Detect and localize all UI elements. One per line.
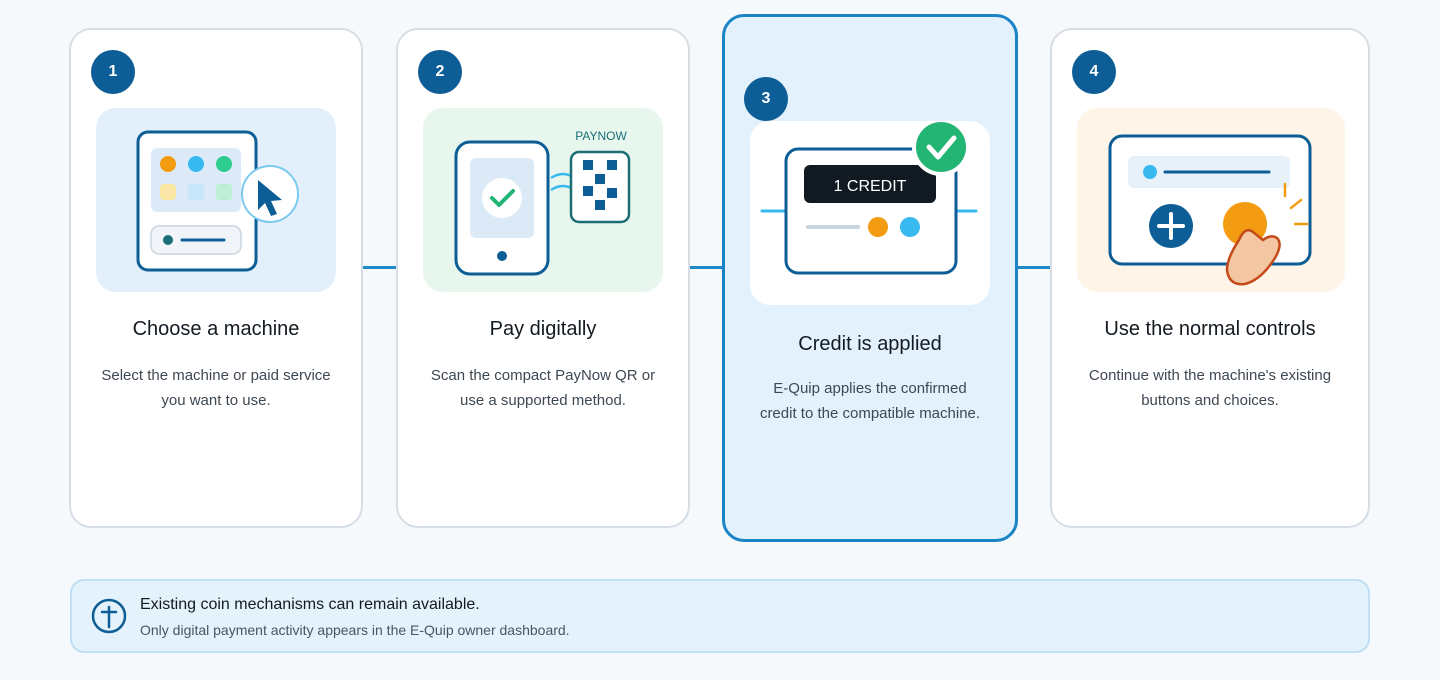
step-card-1[interactable]: 1 Choose a machine Select the machine or… [69, 28, 363, 528]
step-title: Choose a machine [132, 318, 300, 340]
step-connector [689, 266, 723, 269]
choose-machine-illustration [96, 108, 336, 292]
step-card-3[interactable]: 3 1 CREDIT Credit is applied E-Quip appl… [722, 14, 1018, 542]
step-title: Credit is applied [798, 333, 942, 355]
step-number-badge: 1 [91, 50, 135, 94]
step-card-2[interactable]: 2 PAYNOW Pay digitally Scan the compact … [396, 28, 690, 528]
coin-mechanism-notice: Existing coin mechanisms can remain avai… [70, 579, 1370, 653]
step-title: Use the normal controls [1104, 318, 1316, 340]
step-card-4[interactable]: 4 Use the normal controls Continue with … [1050, 28, 1370, 528]
step-connector [1017, 266, 1051, 269]
notice-title: Existing coin mechanisms can remain avai… [140, 596, 480, 613]
notice-subtitle: Only digital payment activity appears in… [140, 622, 570, 638]
coin-mechanism-icon [90, 597, 128, 640]
credit-applied-illustration: 1 CREDIT [750, 121, 990, 305]
paynow-label: PAYNOW [575, 129, 627, 143]
step-number-badge: 3 [744, 77, 788, 121]
step-description: Scan the compact PayNow QR or use a supp… [430, 367, 656, 409]
step-title: Pay digitally [489, 318, 597, 340]
step-number-badge: 2 [418, 50, 462, 94]
step-connector [362, 266, 396, 269]
step-number-badge: 4 [1072, 50, 1116, 94]
step-description: Select the machine or paid service you w… [101, 367, 331, 409]
pay-digitally-illustration: PAYNOW [423, 108, 663, 292]
credit-display: 1 CREDIT [834, 178, 907, 195]
normal-controls-illustration [1077, 108, 1345, 292]
step-description: Continue with the machine's existing but… [1088, 367, 1332, 409]
step-description: E-Quip applies the confirmed credit to t… [759, 380, 981, 422]
